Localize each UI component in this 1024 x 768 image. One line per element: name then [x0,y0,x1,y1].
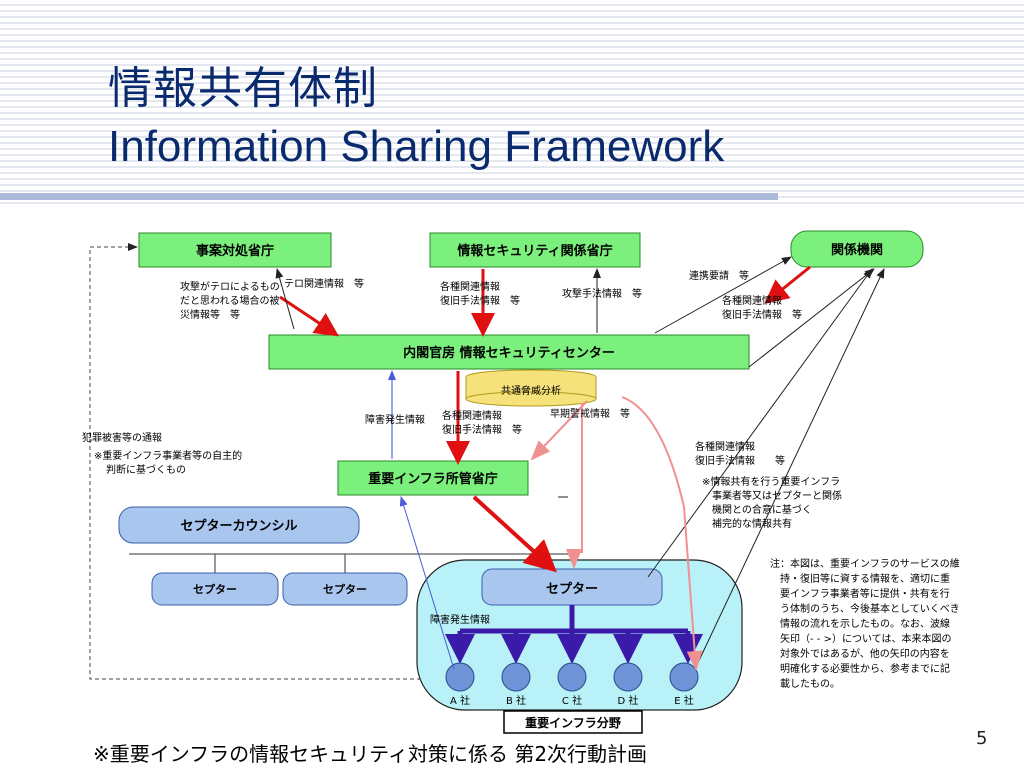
box-ceptoar-council-label: セプターカウンシル [180,519,297,534]
company-e-label: E 社 [674,694,694,707]
svg-text:犯罪被害等の通報: 犯罪被害等の通報 [82,431,162,444]
svg-text:各種関連情報: 各種関連情報 [722,294,782,307]
company-b-label: B 社 [506,694,526,707]
svg-text:各種関連情報: 各種関連情報 [442,409,502,422]
company-e [669,662,699,692]
svg-text:攻撃がテロによるもの: 攻撃がテロによるもの [180,280,280,293]
box-infra-ministry-label: 重要インフラ所管省庁 [368,471,498,487]
company-b [501,662,531,692]
svg-text:補完的な情報共有: 補完的な情報共有 [712,517,792,530]
svg-text:連携要請 等: 連携要請 等 [689,269,749,282]
company-c-label: C 社 [562,694,582,707]
company-d-label: D 社 [618,694,639,707]
svg-text:攻撃手法情報 等: 攻撃手法情報 等 [562,287,642,300]
svg-text:載したもの。: 載したもの。 [780,678,840,690]
company-a-label: A 社 [450,694,470,707]
company-d [613,662,643,692]
svg-text:障害発生情報: 障害発生情報 [365,413,425,426]
page-number: 5 [976,728,988,749]
svg-text:復旧手法情報 等: 復旧手法情報 等 [440,294,520,307]
box-jsec-ministries [429,232,641,268]
svg-text:だと思われる場合の被: だと思われる場合の被 [180,294,280,307]
box-infra-ministry [337,460,529,496]
red-arrow-jian-to-nisc [279,295,339,337]
svg-text:障害発生情報: 障害発生情報 [430,613,490,626]
box-related-orgs [790,230,924,268]
svg-text:早期警戒情報 等: 早期警戒情報 等 [550,407,630,420]
svg-text:対象外ではあるが、他の矢印の内容を: 対象外ではあるが、他の矢印の内容を [780,647,950,660]
slide-title-en: Information Sharing Framework [108,122,725,171]
company-a [445,662,475,692]
svg-text:機関との合意に基づく: 機関との合意に基づく [712,503,812,516]
box-ceptoar-a-label: セプター [193,582,237,596]
svg-text:テロ関連情報 等: テロ関連情報 等 [284,277,364,290]
header-stripes [0,0,1024,205]
framework-diagram: 事案対処省庁 情報セキュリティ関係省庁 関係機関 内閣官房 情報セキュリティセン… [62,207,980,752]
svg-text:情報の流れを示したもの。なお、波線: 情報の流れを示したもの。なお、波線 [780,617,950,630]
svg-text:復旧手法情報 等: 復旧手法情報 等 [442,423,522,436]
box-ceptoar-council [118,506,360,544]
box-nisc-label: 内閣官房 情報セキュリティセンター [403,345,615,361]
dashed-crime-report-arrow [89,243,442,680]
box-ceptoar-b-label: セプター [323,582,367,596]
svg-text:※重要インフラ事業者等の自主的: ※重要インフラ事業者等の自主的 [94,449,242,462]
box-jian-ministry [138,232,332,268]
svg-text:事業者等又はセプターと関係: 事業者等又はセプターと関係 [712,489,842,502]
red-arrow-ministry-to-ceptoar [472,495,557,573]
slide-title-jp: 情報共有体制 [108,63,378,114]
box-ceptoar-b [282,572,408,606]
svg-text:要インフラ事業者等に提供・共有を行: 要インフラ事業者等に提供・共有を行 [780,587,950,600]
svg-text:※情報共有を行う重要インフラ: ※情報共有を行う重要インフラ [702,475,840,488]
svg-text:明確化する必要性から、参考までに記: 明確化する必要性から、参考までに記 [780,662,950,675]
threat-analysis-label: 共通脅威分析 [501,384,561,397]
box-nisc [268,334,750,370]
svg-text:矢印（- - >）については、本来本図の: 矢印（- - >）については、本来本図の [780,632,951,645]
box-ceptoar-main-label: セプター [546,582,598,597]
svg-text:判断に基づくもの: 判断に基づくもの [106,463,186,476]
svg-text:各種関連情報: 各種関連情報 [440,280,500,293]
svg-text:復旧手法情報 等: 復旧手法情報 等 [695,454,785,467]
box-related-orgs-label: 関係機関 [831,242,883,258]
svg-text:各種関連情報: 各種関連情報 [695,440,755,453]
company-c [557,662,587,692]
red-arrow-orgs-to-nisc [764,265,811,304]
box-jsec-ministries-label: 情報セキュリティ関係省庁 [457,243,612,259]
box-jian-ministry-label: 事案対処省庁 [196,243,274,259]
footnote: ※重要インフラの情報セキュリティ対策に係る 第2次行動計画 [93,742,648,766]
svg-text:注：本図は、重要インフラのサービスの維: 注：本図は、重要インフラのサービスの維 [770,557,960,570]
sector-label: 重要インフラ分野 [525,715,621,730]
svg-text:う体制のうち、今後基本としていくべき: う体制のうち、今後基本としていくべき [780,602,960,615]
diagram-note: 注：本図は、重要インフラのサービスの維 持・復旧等に資する情報を、適切に重 要イ… [770,557,960,690]
svg-text:持・復旧等に資する情報を、適切に重: 持・復旧等に資する情報を、適切に重 [780,572,950,585]
title-underline [0,193,778,200]
box-ceptoar-a [151,572,279,606]
svg-text:災情報等 等: 災情報等 等 [180,308,240,321]
sector-label-box [503,710,643,734]
svg-text:復旧手法情報 等: 復旧手法情報 等 [722,308,802,321]
